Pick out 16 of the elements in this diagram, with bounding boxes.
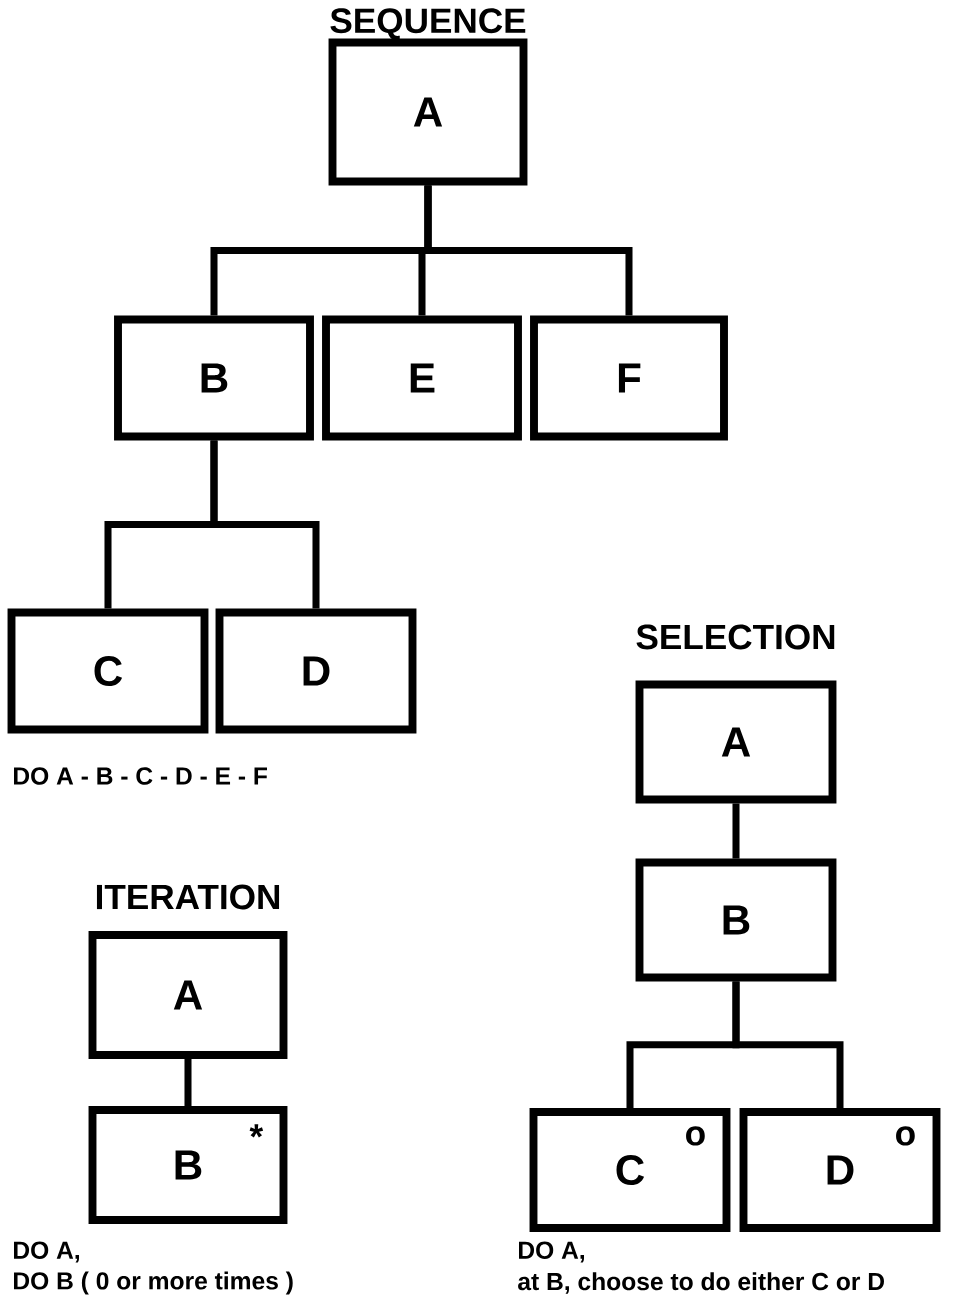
connector-line <box>184 1058 192 1107</box>
description-text: at B, choose to do either C or D <box>518 1272 884 1294</box>
marker-symbol: o <box>896 1126 915 1146</box>
marker-symbol: * <box>249 1124 264 1138</box>
process-box: B <box>114 315 314 441</box>
process-box: C <box>7 608 209 734</box>
marker-symbol: o <box>686 1126 705 1146</box>
process-box: A <box>328 38 528 186</box>
process-box: B <box>635 858 837 982</box>
description-text: DO A - B - C - D - E - F <box>14 767 267 785</box>
process-box: A <box>88 931 288 1059</box>
process-box: F <box>530 315 728 441</box>
process-box: A <box>635 680 837 804</box>
process-box: E <box>322 315 522 441</box>
description-text: DO B ( 0 or more times ) <box>14 1271 293 1295</box>
process-box: D <box>215 608 417 734</box>
